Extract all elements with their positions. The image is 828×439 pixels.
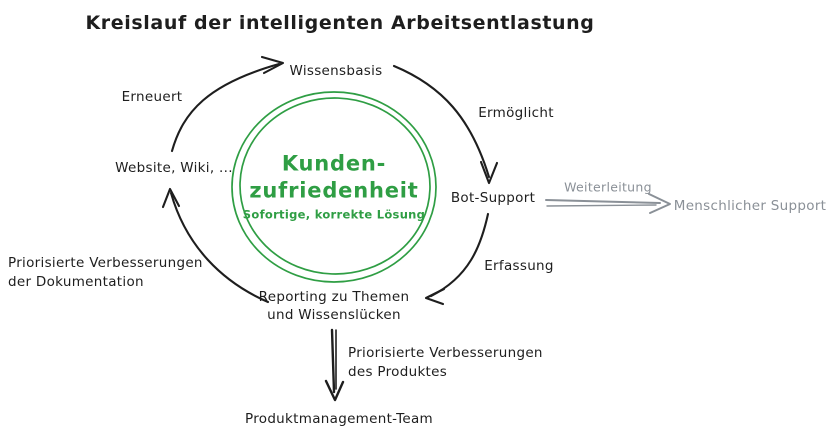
arrow-bot-to-human-support-2 [546,204,657,207]
edge-label-product-improvements-line2: des Produktes [348,364,448,380]
customer-satisfaction-circle-inner [239,97,431,275]
arrow-bot-support-to-reporting [429,212,490,298]
node-bot-support: Bot-Support [450,190,536,206]
arrowhead-reporting [424,287,446,306]
customer-satisfaction-circle-outer [231,91,437,283]
arrow-knowledge-base-to-bot-support [392,64,491,179]
edge-label-ermoeglicht: Ermöglicht [478,105,554,121]
node-reporting-line1: Reporting zu Themen [258,289,410,305]
node-reporting: Reporting zu Themen und Wissenslücken [239,288,429,324]
node-human-support: Menschlicher Support [673,198,827,214]
node-website-wiki: Website, Wiki, ... [115,160,233,176]
arrowhead-human-support [648,193,671,214]
edge-label-doc-improvements-line1: Priorisierte Verbesserungen [8,255,203,271]
edge-label-erfassung: Erfassung [484,258,554,274]
arrow-website-to-knowledge-base [170,62,281,153]
diagram-title: Kreislauf der intelligenten Arbeitsentla… [85,12,595,34]
edge-label-doc-improvements-line2: der Dokumentation [8,274,144,290]
arrow-reporting-to-product-team [330,328,336,394]
arrowhead-bot-support [479,160,499,185]
arrowhead-website [161,187,181,209]
customer-satisfaction-line1: Kunden- [281,151,387,176]
arrow-reporting-to-website [169,191,270,304]
arrow-bot-to-human-support [545,199,661,204]
edge-label-product-improvements-line1: Priorisierte Verbesserungen [348,345,543,361]
edge-label-weiterleitung: Weiterleitung [564,179,652,195]
node-reporting-line2: und Wissenslücken [267,307,401,323]
customer-satisfaction-label: Kunden- zufriedenheit Sofortige, korrekt… [243,151,425,222]
edge-label-doc-improvements: Priorisierte Verbesserungen der Dokument… [8,254,203,292]
arrowhead-product-team [324,379,345,402]
edge-label-product-improvements: Priorisierte Verbesserungen des Produkte… [348,344,543,382]
arrowhead-knowledge-base [260,55,285,75]
node-knowledge-base: Wissensbasis [289,63,383,79]
edge-label-erneuert: Erneuert [121,89,183,105]
customer-satisfaction-line2: zufriedenheit [249,178,419,203]
customer-satisfaction-subtitle: Sofortige, korrekte Lösung [242,207,426,222]
node-product-team: Produktmanagement-Team [245,411,433,427]
